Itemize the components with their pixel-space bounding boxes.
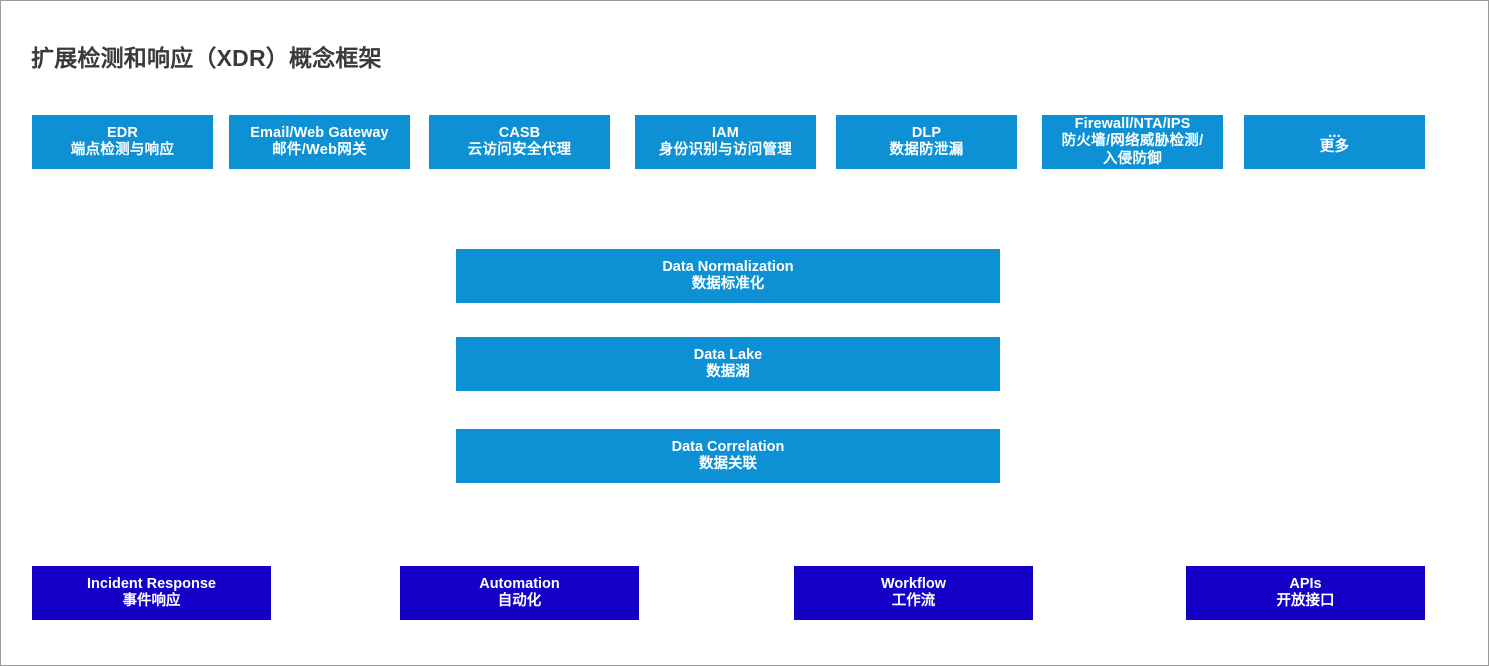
core-box-data-normalization-en: Data Normalization (662, 258, 794, 275)
response-box-apis-cn: 开放接口 (1276, 593, 1335, 609)
core-box-data-normalization[interactable]: Data Normalization 数据标准化 (456, 249, 1000, 303)
source-box-firewall-nta-ips-en: Firewall/NTA/IPS (1074, 115, 1191, 132)
response-box-automation-en: Automation (479, 575, 560, 592)
source-box-more-ellipsis: ... (1328, 123, 1341, 141)
source-box-firewall-nta-ips-text: Firewall/NTA/IPS 防火墙/网络威胁检测/ 入侵防御 (1033, 116, 1233, 168)
source-box-firewall-nta-ips[interactable]: Firewall/NTA/IPS 防火墙/网络威胁检测/ 入侵防御 (1042, 115, 1223, 169)
response-box-incident-response-cn: 事件响应 (122, 593, 181, 609)
core-box-data-normalization-cn: 数据标准化 (691, 276, 765, 292)
core-box-data-lake-en: Data Lake (693, 346, 763, 363)
source-box-iam[interactable]: IAM 身份识别与访问管理 (635, 115, 816, 169)
source-box-dlp[interactable]: DLP 数据防泄漏 (836, 115, 1017, 169)
source-box-firewall-nta-ips-cn2: 入侵防御 (1102, 150, 1163, 167)
response-box-workflow[interactable]: Workflow 工作流 (794, 566, 1033, 620)
response-box-automation[interactable]: Automation 自动化 (400, 566, 639, 620)
source-box-more-cn: 更多 (1319, 138, 1350, 155)
page-title: 扩展检测和响应（XDR）概念框架 (31, 45, 382, 71)
source-box-casb-en: CASB (498, 124, 541, 141)
core-box-data-lake-cn: 数据湖 (706, 364, 750, 380)
source-box-iam-cn: 身份识别与访问管理 (658, 142, 793, 158)
source-box-email-web-gateway-cn: 邮件/Web网关 (272, 142, 367, 158)
response-box-workflow-en: Workflow (881, 575, 946, 592)
core-box-data-correlation-cn: 数据关联 (699, 456, 757, 472)
source-box-email-web-gateway[interactable]: Email/Web Gateway 邮件/Web网关 (229, 115, 410, 169)
response-box-automation-cn: 自动化 (497, 593, 542, 609)
source-box-edr-cn: 端点检测与响应 (70, 142, 175, 158)
core-box-data-correlation-en: Data Correlation (671, 438, 785, 455)
core-box-data-lake[interactable]: Data Lake 数据湖 (456, 337, 1000, 391)
core-box-data-correlation[interactable]: Data Correlation 数据关联 (456, 429, 1000, 483)
response-box-apis-en: APIs (1289, 575, 1322, 592)
response-box-apis[interactable]: APIs 开放接口 (1186, 566, 1425, 620)
source-box-casb[interactable]: CASB 云访问安全代理 (429, 115, 610, 169)
source-box-firewall-nta-ips-cn: 防火墙/网络威胁检测/ (1061, 133, 1204, 150)
source-box-edr[interactable]: EDR 端点检测与响应 (32, 115, 213, 169)
source-box-casb-cn: 云访问安全代理 (467, 142, 572, 158)
source-box-email-web-gateway-en: Email/Web Gateway (250, 124, 389, 141)
response-box-incident-response-en: Incident Response (87, 575, 216, 592)
response-box-incident-response[interactable]: Incident Response 事件响应 (32, 566, 271, 620)
source-box-more[interactable]: ... 更多 (1244, 115, 1425, 169)
source-box-edr-en: EDR (107, 124, 138, 141)
source-box-iam-en: IAM (712, 124, 739, 141)
source-box-dlp-cn: 数据防泄漏 (889, 142, 964, 158)
response-box-workflow-cn: 工作流 (891, 593, 936, 609)
source-box-dlp-en: DLP (911, 124, 942, 141)
